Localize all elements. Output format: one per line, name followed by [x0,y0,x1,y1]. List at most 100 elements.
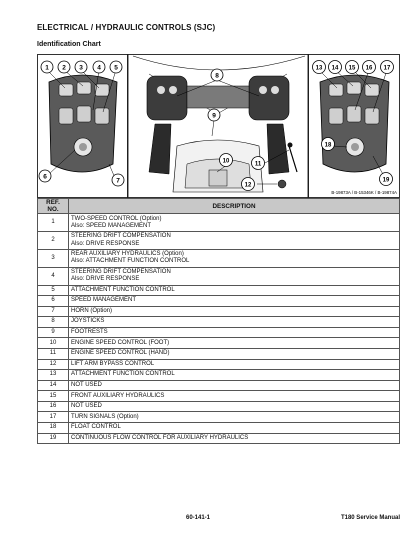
svg-text:12: 12 [245,182,252,188]
description-line: REAR AUXILIARY HYDRAULICS (Option) [71,251,184,258]
ref-no-header: REF. NO. [37,197,69,215]
description-line: STEERING DRIFT COMPENSATION [71,268,171,275]
description-line: STEERING DRIFT COMPENSATION [71,233,171,240]
description-line: ENGINE SPEED CONTROL (FOOT) [71,339,170,346]
description-line: ENGINE SPEED CONTROL (HAND) [71,350,170,357]
description-cell: FRONT AUXILIARY HYDRAULICS [68,390,400,402]
right-control-pod [319,74,390,173]
description-header: DESCRIPTION [68,197,400,215]
description-line: TURN SIGNALS (Option) [71,413,139,420]
controls-illustration: 1 2 3 4 5 6 7 8 9 10 11 12 13 14 15 16 1… [37,54,400,198]
callout-12: 12 [241,177,255,191]
ref-number-cell: 8 [37,316,69,328]
description-line: TWO-SPEED CONTROL (Option) [71,215,162,222]
description-cell: REAR AUXILIARY HYDRAULICS (Option)Also: … [68,248,400,268]
ref-number-cell: 6 [37,295,69,307]
callout-9: 9 [207,108,221,122]
description-line: FOOTRESTS [71,329,108,336]
svg-text:19: 19 [383,177,390,183]
description-line: NOT USED [71,403,102,410]
description-cell: ENGINE SPEED CONTROL (HAND) [68,348,400,360]
callout-4: 4 [92,60,106,74]
svg-text:5: 5 [114,64,118,71]
description-cell: ENGINE SPEED CONTROL (FOOT) [68,337,400,349]
callout-16: 16 [362,60,376,74]
description-cell: CONTINUOUS FLOW CONTROL FOR AUXILIARY HY… [68,432,400,445]
ref-number-cell: 12 [37,358,69,371]
svg-text:4: 4 [97,64,101,71]
description-line: Also: SPEED MANAGEMENT [71,222,152,229]
ref-number-cell: 3 [37,248,69,268]
manual-name: T180 Service Manual [340,515,400,521]
ref-number-cell: 5 [37,284,69,297]
callout-14: 14 [328,60,342,74]
description-cell: FLOAT CONTROL [68,422,400,434]
callout-3: 3 [74,60,88,74]
callout-17: 17 [380,60,394,74]
ref-number-cell: 18 [37,422,69,434]
ref-number-cell: 15 [37,390,69,402]
description-cell: ATTACHMENT FUNCTION CONTROL [68,284,400,297]
description-cell: HORN (Option) [68,305,400,318]
ref-number-cell: 2 [37,231,69,250]
ref-number-cell: 10 [37,337,69,349]
left-control-pod [48,74,118,173]
svg-text:10: 10 [223,158,230,164]
callout-6: 6 [38,169,52,183]
ref-number-cell: 14 [37,379,69,392]
description-line: Also: ATTACHMENT FUNCTION CONTROL [71,258,190,265]
svg-text:7: 7 [116,177,120,184]
description-line: ATTACHMENT FUNCTION CONTROL [71,286,175,293]
callout-1: 1 [40,60,54,74]
description-cell: SPEED MANAGEMENT [68,295,400,307]
ref-number-cell: 1 [37,213,69,233]
page-number: 60-141-1 [186,515,211,521]
description-cell: JOYSTICKS [68,316,400,328]
callout-7: 7 [111,173,125,187]
description-line: LIFT ARM BYPASS CONTROL [71,360,155,367]
callout-10: 10 [219,153,233,167]
svg-text:1: 1 [45,64,49,71]
ref-number-cell: 16 [37,400,69,413]
cab-view [132,55,306,193]
description-line: JOYSTICKS [71,318,105,325]
svg-text:15: 15 [349,65,356,71]
description-cell: ATTACHMENT FUNCTION CONTROL [68,369,400,381]
description-line: Also: DRIVE RESPONSE [71,276,140,283]
ref-number-cell: 17 [37,411,69,424]
svg-text:3: 3 [79,64,83,71]
callout-13: 13 [312,60,326,74]
svg-text:14: 14 [332,65,339,71]
callout-5: 5 [109,60,123,74]
callout-18: 18 [321,137,335,151]
figure-reference-codes: B-19873A / B-15346K / B-19874A [331,190,397,195]
svg-text:9: 9 [212,112,216,119]
description-cell: LIFT ARM BYPASS CONTROL [68,358,400,371]
svg-text:18: 18 [325,142,332,148]
description-line: Also: DRIVE RESPONSE [71,240,140,247]
table-header-row: REF. NO. DESCRIPTION [37,197,400,215]
description-line: FRONT AUXILIARY HYDRAULICS [71,392,165,399]
ref-number-cell: 4 [37,266,69,286]
description-cell: NOT USED [68,379,400,392]
svg-text:17: 17 [384,65,391,71]
description-line: HORN (Option) [71,307,113,314]
svg-text:2: 2 [62,64,66,71]
description-cell: NOT USED [68,400,400,413]
